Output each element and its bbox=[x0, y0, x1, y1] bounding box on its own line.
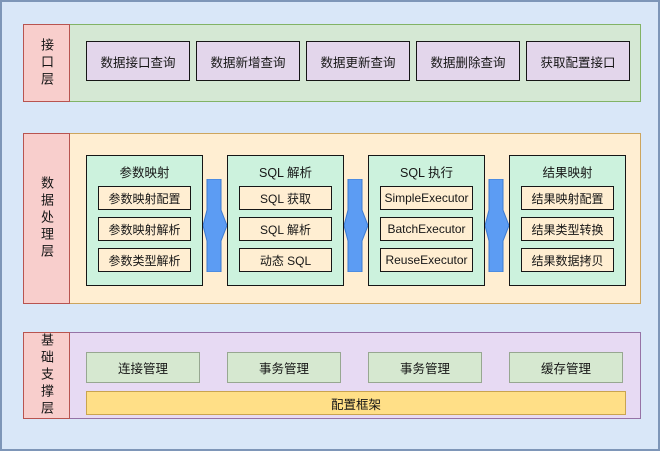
processing-layer-label: 数据处理层 bbox=[23, 133, 70, 304]
group-item: ReuseExecutor bbox=[380, 248, 473, 272]
support-layer-band: 基础支撑层 连接管理 事务管理 事务管理 缓存管理 配置框架 bbox=[23, 332, 641, 419]
interface-layer-label-text: 接口层 bbox=[39, 37, 54, 89]
group-item: 结果类型转换 bbox=[521, 217, 614, 241]
support-box-transaction-mgmt-2: 事务管理 bbox=[368, 352, 482, 383]
group-title: 结果映射 bbox=[542, 166, 593, 180]
support-layer-label-text: 基础支撑层 bbox=[39, 333, 54, 418]
group-title: SQL 执行 bbox=[399, 166, 454, 180]
support-box-connection-mgmt: 连接管理 bbox=[86, 352, 200, 383]
group-item: 参数类型解析 bbox=[98, 248, 191, 272]
interface-layer-band: 接口层 数据接口查询 数据新增查询 数据更新查询 数据删除查询 获取配置接口 bbox=[23, 24, 641, 102]
group-item: 参数映射解析 bbox=[98, 217, 191, 241]
group-title: 参数映射 bbox=[119, 166, 170, 180]
group-item: BatchExecutor bbox=[380, 217, 473, 241]
right-arrow-icon bbox=[203, 179, 227, 272]
group-item: SQL 解析 bbox=[239, 217, 332, 241]
right-arrow-icon bbox=[344, 179, 368, 272]
interface-box-data-insert: 数据新增查询 bbox=[196, 41, 300, 81]
group-item: SimpleExecutor bbox=[380, 186, 473, 210]
interface-box-data-delete: 数据删除查询 bbox=[416, 41, 520, 81]
support-layer-label: 基础支撑层 bbox=[23, 332, 70, 419]
support-box-config-framework: 配置框架 bbox=[86, 391, 626, 415]
group-result-mapping: 结果映射 结果映射配置 结果类型转换 结果数据拷贝 bbox=[509, 155, 626, 286]
group-sql-execution: SQL 执行 SimpleExecutor BatchExecutor Reus… bbox=[368, 155, 485, 286]
group-parameter-mapping: 参数映射 参数映射配置 参数映射解析 参数类型解析 bbox=[86, 155, 203, 286]
group-item: 参数映射配置 bbox=[98, 186, 191, 210]
interface-layer-label: 接口层 bbox=[23, 24, 70, 102]
right-arrow-icon bbox=[485, 179, 509, 272]
support-box-cache-mgmt: 缓存管理 bbox=[509, 352, 623, 383]
group-item: 结果映射配置 bbox=[521, 186, 614, 210]
group-item: 结果数据拷贝 bbox=[521, 248, 614, 272]
group-item: SQL 获取 bbox=[239, 186, 332, 210]
interface-box-data-query: 数据接口查询 bbox=[86, 41, 190, 81]
group-title: SQL 解析 bbox=[258, 166, 313, 180]
group-item: 动态 SQL bbox=[239, 248, 332, 272]
processing-layer-band: 数据处理层 参数映射 参数映射配置 参数映射解析 参数类型解析 SQL 解析 S… bbox=[23, 133, 641, 304]
support-box-transaction-mgmt: 事务管理 bbox=[227, 352, 341, 383]
interface-box-get-config: 获取配置接口 bbox=[526, 41, 630, 81]
group-sql-parsing: SQL 解析 SQL 获取 SQL 解析 动态 SQL bbox=[227, 155, 344, 286]
interface-box-data-update: 数据更新查询 bbox=[306, 41, 410, 81]
processing-layer-label-text: 数据处理层 bbox=[39, 176, 54, 261]
